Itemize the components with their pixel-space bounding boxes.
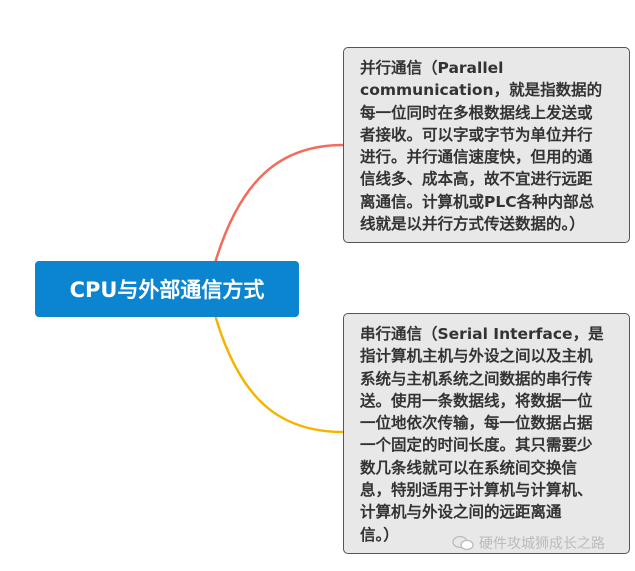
topic-serial-communication[interactable]: 串行通信（Serial Interface，是 指计算机主机与外设之间以及主机 … [343, 313, 630, 554]
central-topic-label: CPU与外部通信方式 [69, 278, 265, 302]
text-line: 串行通信（Serial Interface，是 [360, 325, 604, 343]
text-line: 息，特别适用于计算机与计算机、 [360, 481, 593, 500]
connector-serial [213, 314, 344, 434]
text-line: communication，就是指数据的 [360, 81, 603, 100]
text-line: 离通信。计算机或PLC各种内部总 [360, 192, 595, 211]
watermark: 硬件攻城狮成长之路 [452, 533, 605, 553]
text-line: 一位地依次传输，每一位数据占据 [360, 414, 593, 433]
text-line: 送。使用一条数据线，将数据一位 [360, 391, 593, 410]
text-line: 指计算机主机与外设之间以及主机 [360, 347, 593, 366]
text-line: 系统与主机系统之间数据的串行传 [360, 369, 593, 388]
text-line: 每一位同时在多根数据线上发送或 [360, 103, 593, 122]
wechat-icon [452, 535, 474, 551]
text-line: 计算机与外设之间的远距离通 [360, 503, 562, 522]
central-topic[interactable]: CPU与外部通信方式 [35, 261, 299, 317]
watermark-text: 硬件攻城狮成长之路 [479, 536, 605, 552]
text-line: 一个固定的时间长度。其只需要少 [360, 436, 593, 455]
connector-parallel [213, 143, 344, 264]
text-line: 数几条线就可以在系统间交换信 [360, 458, 578, 477]
text-line: 者接收。可以字或字节为单位并行 [360, 125, 593, 144]
text-line: 并行通信（Parallel [360, 59, 504, 77]
text-line: 信。） [360, 525, 399, 544]
text-line: 进行。并行通信速度快，但用的通 [360, 148, 593, 167]
topic-parallel-communication[interactable]: 并行通信（Parallel communication，就是指数据的 每一位同时… [343, 47, 630, 243]
text-line: 线就是以并行方式传送数据的。） [360, 215, 585, 234]
text-line: 信线多、成本高，故不宜进行远距 [360, 170, 593, 189]
